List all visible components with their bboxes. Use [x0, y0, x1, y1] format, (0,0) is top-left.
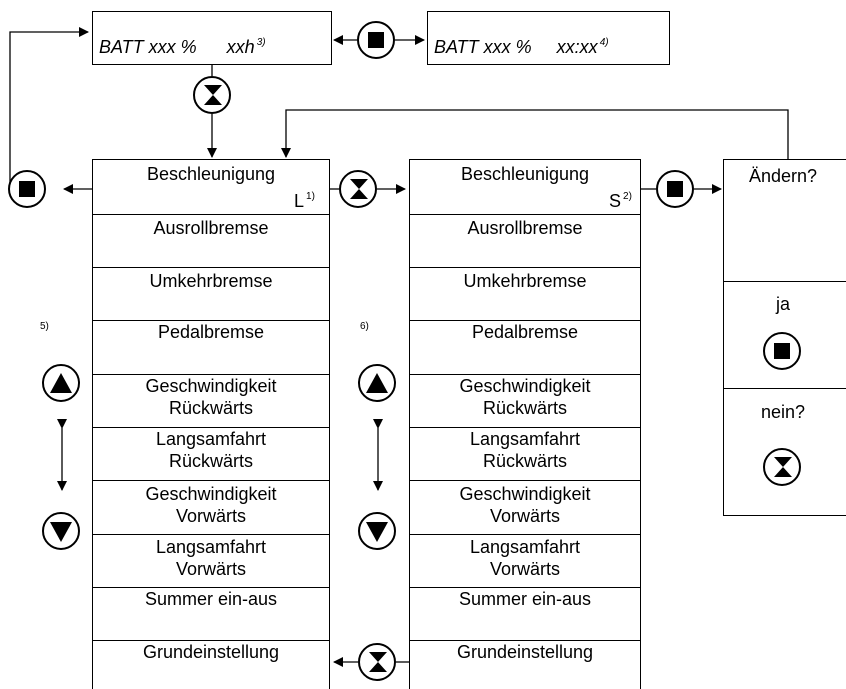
- confirm-yes-button[interactable]: [763, 332, 801, 370]
- confirm-divider-2: [724, 388, 846, 389]
- menu-left-item-4: Pedalbremse: [157, 322, 265, 342]
- menu-right-item-7: Geschwindigkeit Vorwärts: [459, 484, 591, 526]
- footnote-1: 1): [306, 191, 315, 202]
- stop-button-left[interactable]: [8, 170, 46, 208]
- menu-right-cell-6: [410, 427, 640, 481]
- menu-left-item-3: Umkehrbremse: [149, 271, 273, 291]
- stop-square-icon: [368, 32, 384, 48]
- confirm-yes-label: ja: [775, 294, 790, 314]
- hourglass-icon: [774, 457, 792, 477]
- up-triangle-icon: [366, 373, 388, 393]
- menu-left-item-10: Grundeinstellung: [142, 642, 280, 662]
- down-triangle-icon: [50, 522, 72, 542]
- hourglass-button-middle[interactable]: [339, 170, 377, 208]
- confirm-no-button[interactable]: [763, 448, 801, 486]
- footnote-2: 2): [623, 191, 632, 202]
- menu-left-item-9: Summer ein-aus: [144, 589, 278, 609]
- menu-right: [409, 159, 641, 689]
- menu-right-item-9: Summer ein-aus: [458, 589, 592, 609]
- up-button-left[interactable]: [42, 364, 80, 402]
- down-triangle-icon: [366, 522, 388, 542]
- hourglass-icon: [369, 652, 387, 672]
- confirm-no-label: nein?: [760, 402, 806, 422]
- menu-left-cell-2: [93, 214, 329, 268]
- menu-right-cell-3: [410, 267, 640, 321]
- stop-button-right[interactable]: [656, 170, 694, 208]
- menu-left-item-1: Beschleunigung: [146, 164, 276, 184]
- confirm-question: Ändern?: [748, 166, 818, 186]
- menu-left-tag-letter: L: [294, 191, 305, 211]
- footnote-3: 3): [256, 37, 266, 48]
- down-button-left[interactable]: [42, 512, 80, 550]
- menu-right-cell-9: [410, 587, 640, 641]
- hourglass-icon: [204, 85, 222, 105]
- menu-right-cell-8: [410, 534, 640, 588]
- menu-left-cell-4: [93, 320, 329, 375]
- stop-button-displays[interactable]: [357, 21, 395, 59]
- menu-right-cell-1: [410, 160, 640, 215]
- menu-right-cell-2: [410, 214, 640, 268]
- footnote-6: 6): [360, 321, 369, 332]
- battery-clock-label: BATT xxx % xx:xx: [434, 37, 598, 57]
- stop-square-icon: [774, 343, 790, 359]
- menu-left-item-8: Langsamfahrt Vorwärts: [155, 537, 267, 579]
- menu-right-item-1: Beschleunigung: [460, 164, 590, 184]
- menu-right-cell-5: [410, 374, 640, 428]
- menu-right-item-2: Ausrollbremse: [467, 218, 583, 238]
- menu-right-item-10: Grundeinstellung: [456, 642, 594, 662]
- menu-right-tag-letter: S: [609, 191, 622, 211]
- menu-left-cell-3: [93, 267, 329, 321]
- hourglass-button-bottom[interactable]: [358, 643, 396, 681]
- menu-right-item-4: Pedalbremse: [471, 322, 579, 342]
- hourglass-button-top[interactable]: [193, 76, 231, 114]
- menu-left-cell-9: [93, 587, 329, 641]
- up-triangle-icon: [50, 373, 72, 393]
- up-button-right[interactable]: [358, 364, 396, 402]
- menu-right-item-5: Geschwindigkeit Rückwärts: [459, 376, 591, 418]
- menu-left-cell-8: [93, 534, 329, 588]
- menu-left-cell-5: [93, 374, 329, 428]
- footnote-5: 5): [40, 321, 49, 332]
- menu-left-item-5: Geschwindigkeit Rückwärts: [145, 376, 277, 418]
- menu-right-cell-7: [410, 480, 640, 535]
- confirm-divider-1: [724, 281, 846, 282]
- hourglass-icon: [350, 179, 368, 199]
- down-button-right[interactable]: [358, 512, 396, 550]
- menu-left-item-2: Ausrollbremse: [153, 218, 269, 238]
- menu-right-item-6: Langsamfahrt Rückwärts: [469, 429, 581, 471]
- menu-left-cell-6: [93, 427, 329, 481]
- menu-left-item-6: Langsamfahrt Rückwärts: [155, 429, 267, 471]
- menu-left-cell-1: [93, 160, 329, 215]
- footnote-4: 4): [599, 37, 609, 48]
- menu-right-item-3: Umkehrbremse: [463, 271, 587, 291]
- stop-square-icon: [19, 181, 35, 197]
- menu-left-item-7: Geschwindigkeit Vorwärts: [145, 484, 277, 526]
- menu-left: [92, 159, 330, 689]
- menu-left-cell-7: [93, 480, 329, 535]
- menu-right-item-8: Langsamfahrt Vorwärts: [469, 537, 581, 579]
- stop-square-icon: [667, 181, 683, 197]
- battery-hours-label: BATT xxx % xxh: [99, 37, 255, 57]
- menu-right-cell-4: [410, 320, 640, 375]
